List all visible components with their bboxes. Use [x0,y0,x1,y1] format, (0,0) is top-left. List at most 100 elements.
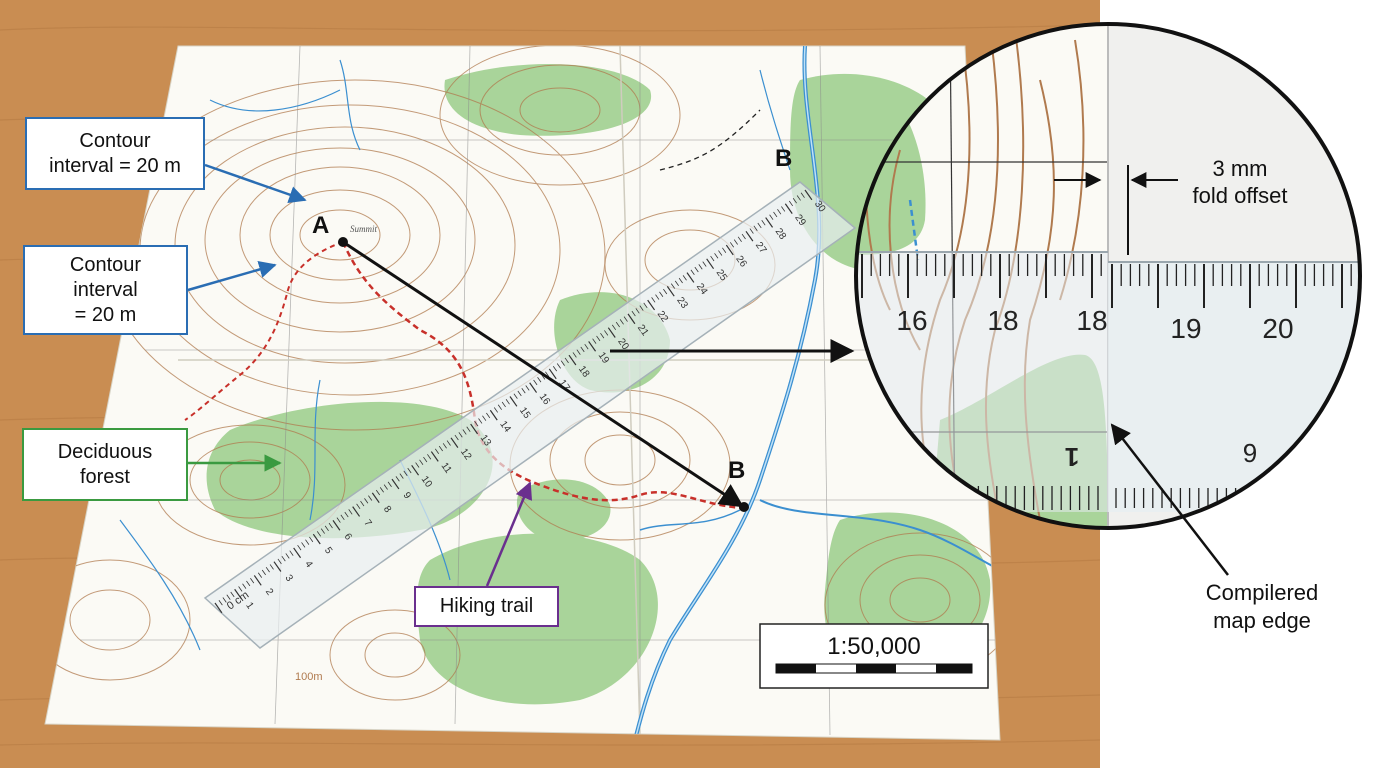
ruler-tick [470,423,479,435]
ruler-tick [458,432,463,438]
point-a-marker [338,237,348,247]
inset-tick-18a: 18 [987,305,1018,336]
ruler-tick [352,506,361,517]
ruler-tick [312,533,321,545]
inset-ruler-right [1108,262,1360,512]
ruler-tick [454,434,459,441]
inset-lower-number-1: 1 [1065,442,1079,472]
ruler-tick [407,467,412,474]
measure-line-a-b [342,240,745,508]
callout-line: Hiking trail [439,595,534,617]
ruler-tick [670,283,676,289]
ruler-tick [281,555,286,562]
ruler-tick [218,600,223,606]
ruler-number: 4 [302,559,314,570]
ruler-tick [320,528,325,534]
elevation-label: 100m [295,671,323,683]
ruler-tick [615,321,620,328]
ruler-tick [474,421,479,427]
ruler-tick [305,539,310,545]
ruler-tick [301,542,306,548]
ruler-tick [324,525,329,532]
ruler-tick [647,299,656,311]
rivers [119,46,1000,740]
ruler-tick [403,470,408,476]
ruler-tick [332,520,341,531]
ruler-tick [611,324,617,331]
ruler-tick [430,451,439,462]
ruler-tick [242,583,247,589]
ruler-number: 1 [243,600,255,611]
ruler-tick [619,319,624,325]
ruler-tick [340,514,345,521]
ruler-tick [497,404,502,410]
ruler-tick [714,253,719,259]
point-a-label: A [312,212,329,239]
ruler-ticks [214,189,813,614]
ruler-tick [348,509,353,515]
dashed-road [659,109,761,171]
ruler-tick [309,536,314,543]
ruler-tick [659,291,664,298]
ruler-tick [607,327,616,338]
ruler-tick [391,478,400,490]
ruler-tick [674,280,679,287]
ruler-tick [596,335,601,342]
contour-interval-callout-2: Contour interval = 20 m [23,245,188,335]
ruler-tick [584,343,589,350]
ruler-tick [773,211,778,218]
ruler-number: 9 [401,490,413,501]
ruler-tick [552,365,558,372]
ruler-tick [678,277,683,284]
callout-line: = 20 m [74,303,137,326]
trail-arrow [485,481,533,587]
ruler-tick [702,261,707,267]
ruler-tick [226,594,231,600]
ruler-tick [525,385,530,391]
ruler-tick [548,368,557,380]
inset-blue-dash [908,199,920,261]
inset-tick-18b: 18 [1076,305,1107,336]
ruler-tick [796,195,801,201]
ruler-tick [336,517,341,523]
ruler-tick [639,305,644,311]
ruler-tick [509,396,518,407]
hiking-trail-callout: Hiking trail [414,586,559,627]
ruler-tick [588,341,597,352]
scale-box [759,623,989,689]
scale-bar [775,663,973,674]
ruler-tick [745,230,754,242]
ruler-tick [462,429,467,435]
callout-line: forest [79,465,130,488]
ruler-tick [753,225,758,231]
ruler-tick [556,363,561,369]
ruler-body [203,181,857,649]
fold-offset-label-1: 3 mm [1213,156,1268,181]
ruler-tick [387,481,392,487]
ruler-tick [769,214,774,220]
map-edge-arrow [1110,423,1229,576]
ruler-tick [537,376,542,383]
map-edge-label-2: map edge [1213,608,1311,633]
ruler-tick [285,553,290,559]
ruler: 1234567891011121314151617181920212223242… [203,181,857,649]
hiking-trail-west [184,241,344,421]
ruler-tick [643,302,648,309]
ruler-tick [651,297,656,303]
ruler-tick [710,255,715,262]
ruler-number: 5 [322,545,334,556]
ruler-tick [368,495,373,501]
ruler-tick [293,547,302,559]
ruler-tick [222,597,227,603]
ruler-tick [521,388,526,394]
ruler-tick [419,459,424,465]
ruler-tick [489,409,498,421]
callout-line: Deciduous [57,440,153,463]
ruler-tick [777,209,782,215]
point-b-marker [739,502,749,512]
ruler-tick [560,360,565,366]
ruler-tick [765,217,774,228]
ruler-tick [434,448,440,454]
